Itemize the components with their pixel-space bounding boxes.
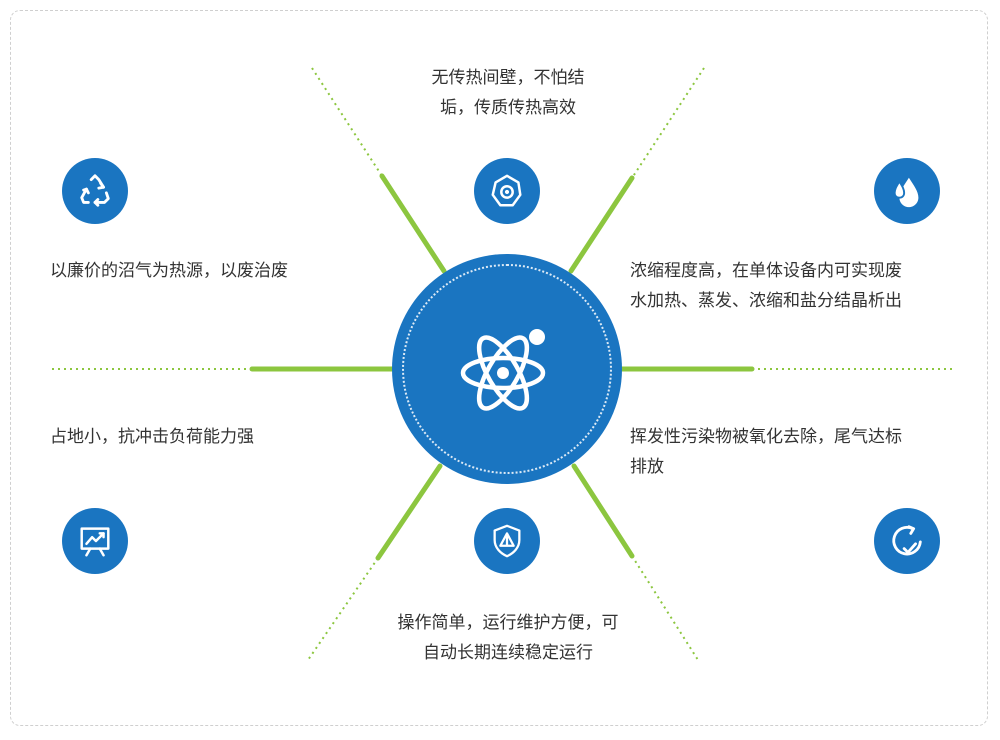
feature-bottom-text: 操作简单，运行维护方便，可 自动长期连续稳定运行: [362, 608, 654, 668]
feature-top-right-icon-circle: [874, 158, 940, 224]
feature-bottom-left-icon-circle: [62, 508, 128, 574]
connector-bottom-right-dotted: [631, 555, 699, 661]
feature-top-line1: 无传热间壁，不怕结: [431, 68, 585, 88]
feature-top-line2: 垢，传质传热高效: [440, 98, 576, 118]
chart-board-icon: [80, 527, 110, 557]
atom-icon: [460, 329, 546, 411]
recycle-icon: [80, 174, 110, 207]
feature-bottom-right-text: 挥发性污染物被氧化去除，尾气达标 排放: [630, 422, 902, 482]
center-dotted-ring: [402, 264, 612, 474]
feature-top-right-text: 浓缩程度高，在单体设备内可实现废 水加热、蒸发、浓缩和盐分结晶析出: [630, 256, 902, 316]
feature-bottom-right-icon-circle: [874, 508, 940, 574]
feature-top-right-line2: 水加热、蒸发、浓缩和盐分结晶析出: [630, 291, 902, 311]
center-node: [392, 254, 622, 484]
connector-bottom-right-solid: [571, 463, 635, 559]
connector-bottom-left-solid: [375, 463, 443, 561]
feature-bottom-line1: 操作简单，运行维护方便，可: [397, 613, 619, 633]
feature-bottom-right-line2: 排放: [630, 457, 664, 477]
gear-icon: [491, 174, 522, 207]
feature-bottom-icon-circle: [474, 508, 540, 574]
shield-icon: [493, 524, 521, 558]
feature-top-left-text: 以廉价的沼气为热源，以废治废: [50, 261, 288, 281]
feature-top-left-icon-circle: [62, 158, 128, 224]
feature-top-icon-circle: [474, 158, 540, 224]
feature-bottom-line2: 自动长期连续稳定运行: [423, 643, 593, 663]
connector-top-left-solid: [379, 173, 447, 274]
connector-bottom-left-dotted: [307, 557, 379, 661]
feature-bottom-right-line1: 挥发性污染物被氧化去除，尾气达标: [630, 427, 902, 447]
water-drops-icon: [893, 177, 919, 208]
cycle-check-icon: [892, 525, 922, 556]
diagram-frame: [10, 10, 988, 726]
connector-top-left-dotted: [311, 67, 383, 177]
connector-top-right-solid: [568, 175, 635, 274]
feature-bottom-left-text: 占地小，抗冲击负荷能力强: [50, 427, 254, 447]
connector-top-right-dotted: [631, 67, 705, 179]
feature-top-right-line1: 浓缩程度高，在单体设备内可实现废: [630, 261, 902, 281]
feature-top-text: 无传热间壁，不怕结 垢，传质传热高效: [395, 63, 621, 123]
